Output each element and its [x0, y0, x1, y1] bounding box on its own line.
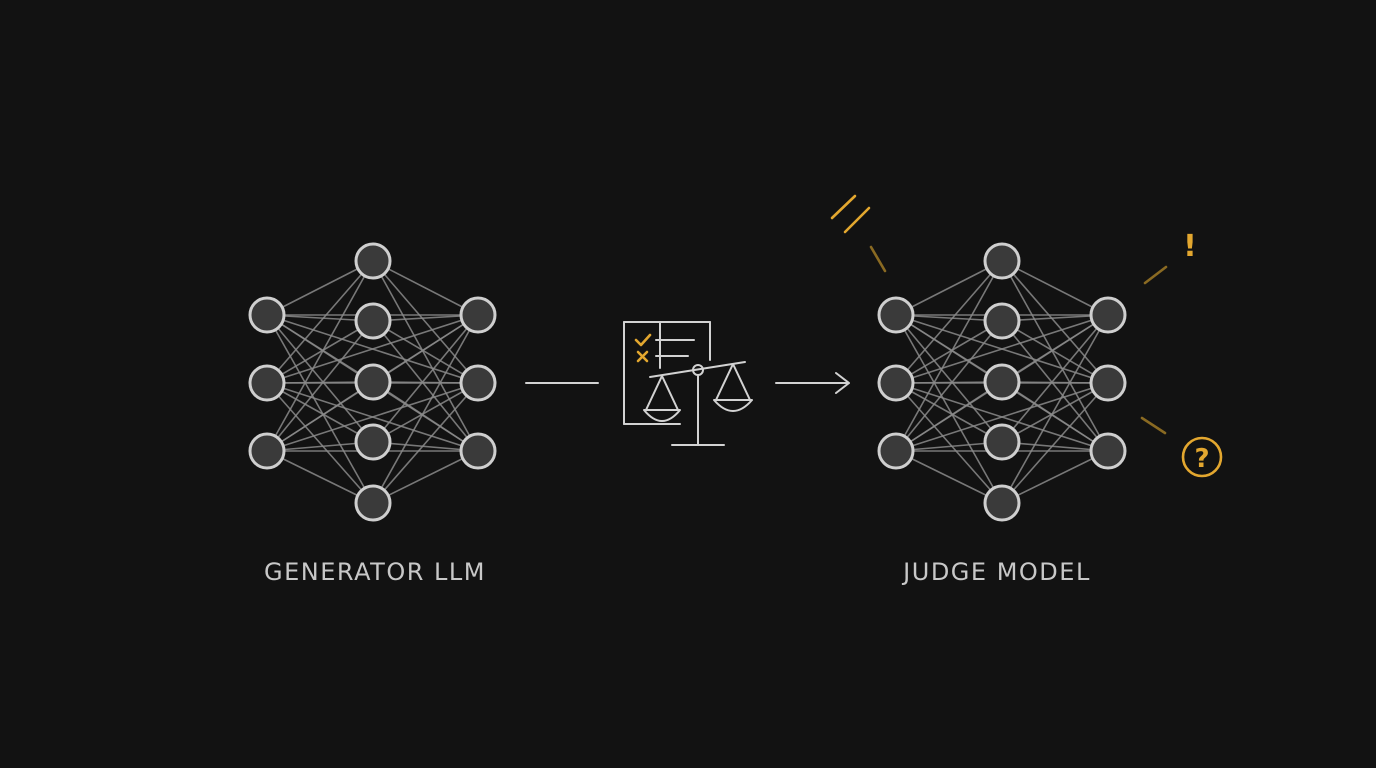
generator-edge: [266, 314, 374, 504]
judge-edge: [1001, 314, 1109, 443]
judge-node: [877, 296, 915, 334]
judge-node: [877, 432, 915, 470]
judge-model-label: JUDGE MODEL: [903, 558, 1091, 586]
generator-node: [459, 296, 497, 334]
judge-exclamation-mark: !: [1143, 229, 1197, 285]
judge-edge: [895, 450, 1003, 504]
generator-node: [354, 484, 392, 522]
generator-edge: [372, 382, 479, 443]
generator-edge: [266, 382, 479, 452]
judge-node: [1089, 364, 1127, 402]
judge-edge: [895, 314, 1109, 384]
generator-node: [354, 423, 392, 461]
check-mark-icon: [634, 333, 652, 347]
judge-edge: [895, 260, 1003, 316]
judge-network: [877, 242, 1127, 522]
generator-edge: [372, 382, 479, 504]
judge-node: [983, 363, 1021, 401]
judge-node: [1089, 296, 1127, 334]
generator-edge: [266, 382, 374, 443]
judge-question-mark: ?: [1140, 416, 1223, 478]
cross-mark-icon: [636, 350, 649, 363]
generator-edge: [372, 450, 479, 504]
generator-edge: [372, 314, 479, 504]
judge-edge: [1001, 382, 1109, 443]
generator-edge: [372, 260, 479, 316]
judge-edge: [895, 314, 1003, 504]
generator-edge: [372, 260, 479, 384]
generator-node: [248, 364, 286, 402]
judge-node: [983, 302, 1021, 340]
judge-edge: [1001, 260, 1109, 452]
checklist-balance-scale-icon: [623, 321, 753, 446]
generator-edge: [372, 260, 479, 452]
generator-edge: [266, 320, 374, 384]
generator-node: [459, 432, 497, 470]
judge-node: [877, 364, 915, 402]
judge-edge: [895, 382, 1003, 443]
judge-edge: [1001, 320, 1109, 384]
judge-edge: [1001, 382, 1109, 504]
generator-node: [459, 364, 497, 402]
generator-edge: [266, 314, 374, 443]
judge-edge: [1001, 450, 1109, 504]
generator-node: [354, 242, 392, 280]
judge-node: [983, 484, 1021, 522]
judge-node: [983, 242, 1021, 280]
judge-node: [983, 423, 1021, 461]
judge-hatch-mark: [830, 194, 887, 273]
generator-edge: [266, 314, 479, 384]
generator-node: [248, 432, 286, 470]
judge-edge: [1001, 260, 1109, 316]
evaluation-to-judge-arrow: [775, 372, 850, 394]
question-glyph: ?: [1194, 444, 1209, 474]
generator-edge: [266, 450, 374, 504]
generator-edge: [266, 260, 374, 384]
generator-edge: [266, 382, 374, 504]
generator-network: [248, 242, 497, 522]
judge-edge: [895, 260, 1003, 384]
judge-edge: [895, 314, 1003, 443]
judge-node: [1089, 432, 1127, 470]
generator-edge: [266, 260, 374, 316]
generator-edge: [266, 260, 374, 452]
generator-edge: [372, 320, 479, 384]
generator-edge: [372, 314, 479, 443]
balance-scale-icon: [643, 361, 753, 446]
document-page: [623, 321, 711, 425]
generator-node: [248, 296, 286, 334]
judge-edge: [1001, 314, 1109, 504]
exclamation-glyph: !: [1183, 229, 1197, 264]
generator-node: [354, 302, 392, 340]
judge-edge: [895, 260, 1003, 452]
judge-edge: [1001, 260, 1109, 384]
judge-edge: [895, 382, 1003, 504]
generator-llm-label: GENERATOR LLM: [264, 558, 486, 586]
judge-edge: [895, 320, 1003, 384]
generator-node: [354, 363, 392, 401]
question-circle-icon: [1181, 436, 1223, 478]
judge-edge: [895, 382, 1109, 452]
